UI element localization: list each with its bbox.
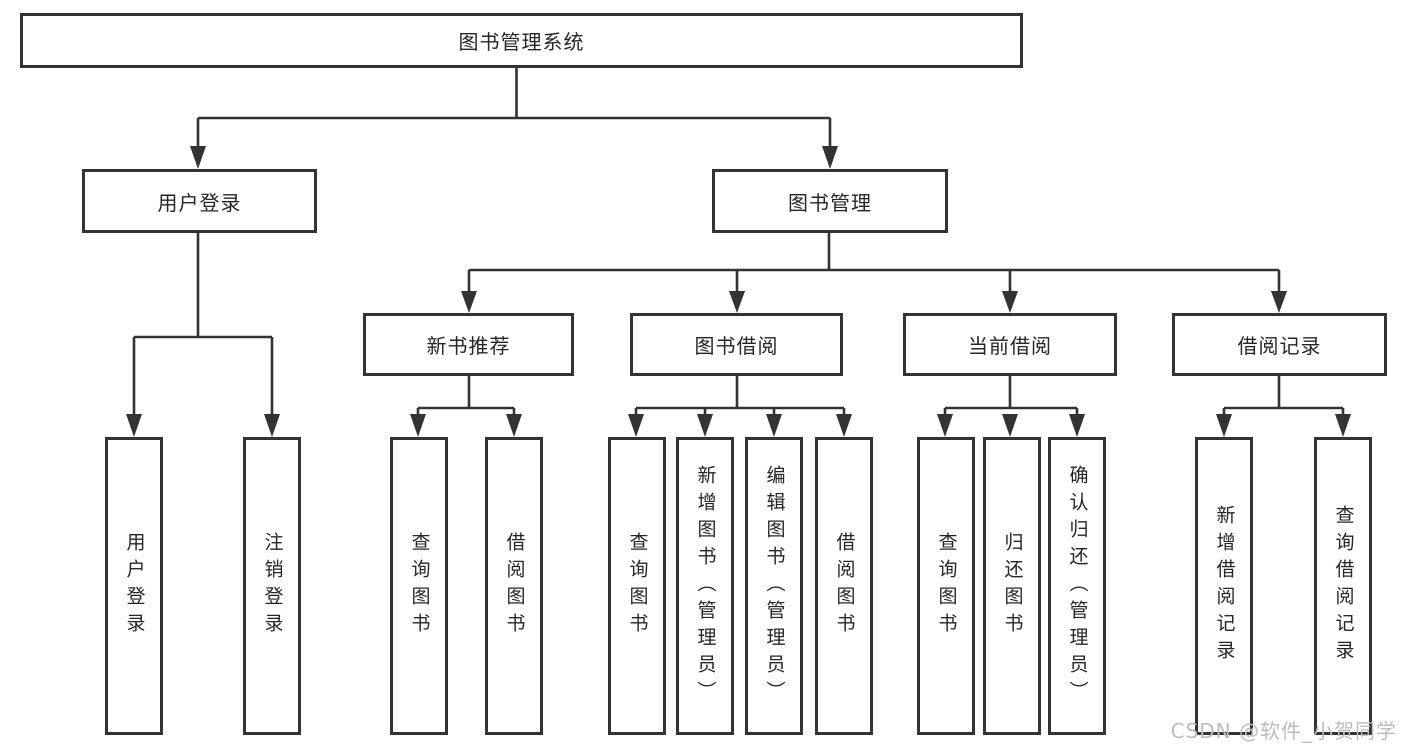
node-label: 图书借阅 <box>694 334 779 358</box>
node-new-book-recommendation: 新书推荐 <box>363 313 574 376</box>
node-label: 借阅记录 <box>1237 334 1322 358</box>
leaf-query-books: 查询图书 <box>390 437 448 735</box>
leaf-add-books-admin: 新增图书（管理员） <box>676 437 734 735</box>
leaf-label: 新增图书（管理员） <box>694 464 717 708</box>
leaf-confirm-return-admin: 确认归还（管理员） <box>1048 437 1106 735</box>
leaf-label: 用户登录 <box>123 532 146 640</box>
leaf-query-books: 查询图书 <box>608 437 666 735</box>
leaf-label: 编辑图书（管理员） <box>763 464 786 708</box>
node-current-borrowing: 当前借阅 <box>903 313 1117 376</box>
node-label: 图书管理 <box>788 190 872 215</box>
leaf-borrow-books: 借阅图书 <box>485 437 543 735</box>
leaf-label: 查询图书 <box>408 532 431 640</box>
leaf-label: 归还图书 <box>1001 532 1024 640</box>
leaf-query-books: 查询图书 <box>917 437 975 735</box>
node-label: 新书推荐 <box>426 334 511 358</box>
node-user-login: 用户登录 <box>82 169 317 233</box>
leaf-label: 查询图书 <box>626 532 649 640</box>
node-library-management-system: 图书管理系统 <box>20 13 1023 68</box>
node-book-management: 图书管理 <box>712 169 948 233</box>
leaf-label: 借阅图书 <box>503 532 526 640</box>
leaf-add-borrow-record: 新增借阅记录 <box>1195 437 1253 735</box>
csdn-watermark: CSDN @软件_小贺同学 <box>1170 719 1397 743</box>
leaf-label: 注销登录 <box>261 532 284 640</box>
node-borrowing-records: 借阅记录 <box>1172 313 1387 376</box>
leaf-logout: 注销登录 <box>243 437 301 735</box>
leaf-borrow-books: 借阅图书 <box>815 437 873 735</box>
leaf-return-books: 归还图书 <box>983 437 1041 735</box>
leaf-label: 确认归还（管理员） <box>1066 464 1089 708</box>
leaf-label: 借阅图书 <box>833 532 856 640</box>
node-label: 图书管理系统 <box>458 30 585 54</box>
leaf-user-login: 用户登录 <box>105 437 163 735</box>
leaf-query-borrow-record: 查询借阅记录 <box>1314 437 1372 735</box>
leaf-label: 查询借阅记录 <box>1332 505 1355 667</box>
leaf-label: 新增借阅记录 <box>1213 505 1236 667</box>
node-label: 用户登录 <box>157 190 242 215</box>
leaf-label: 查询图书 <box>935 532 958 640</box>
leaf-edit-books-admin: 编辑图书（管理员） <box>745 437 803 735</box>
node-book-borrowing: 图书借阅 <box>630 313 843 376</box>
node-label: 当前借阅 <box>968 334 1052 358</box>
